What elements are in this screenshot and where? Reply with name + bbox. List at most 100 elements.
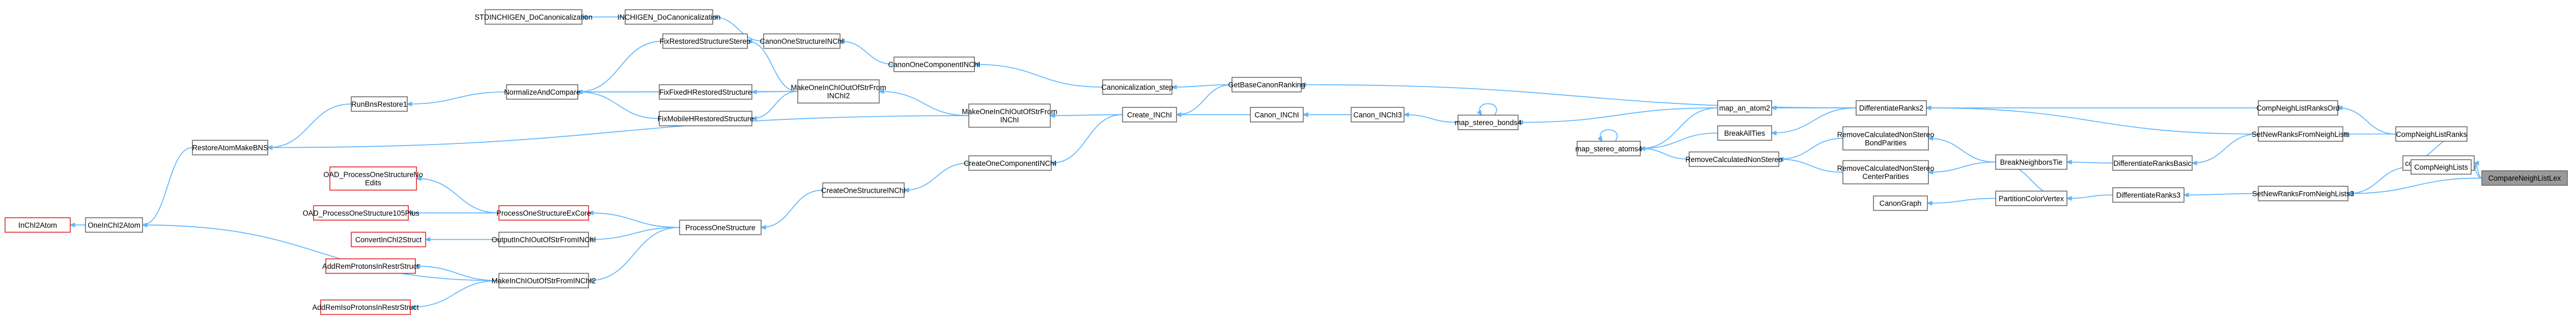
edge-make-one-in-ch-iout-of-str-from-inch-i-to-create-inch-i xyxy=(1050,114,1123,116)
node-box xyxy=(1873,195,1928,211)
node-set-new-ranks-from-neigh-lists[interactable]: SetNewRanksFromNeighLists xyxy=(2252,126,2350,142)
node-canon-one-structure-inch-i[interactable]: CanonOneStructureINChI xyxy=(760,33,844,49)
node-comp-neigh-lists[interactable]: CompNeighLists xyxy=(2411,159,2472,175)
node-label: INCHIGEN_DoCanonicalization xyxy=(618,13,721,21)
node-label: GetBaseCanonRanking xyxy=(1228,80,1305,89)
node-box xyxy=(498,205,589,221)
node-label: BreakAllTies xyxy=(1724,129,1766,137)
node-label-line: CompNeighListRanks xyxy=(2396,130,2467,138)
node-label-line: PartitionColorVertex xyxy=(1998,194,2064,203)
node-one-in-ch-i2-atom[interactable]: OneInChI2Atom xyxy=(85,217,143,233)
node-label: RemoveCalculatedNonStereo xyxy=(1686,155,1783,163)
node-differentiate-ranks-basic[interactable]: DifferentiateRanksBasic xyxy=(2112,155,2193,171)
edge-normalize-and-compare-to-fix-mobile-hrestored-structure xyxy=(578,92,660,119)
node-stdinchigen-do-canonicalization[interactable]: STDINCHIGEN_DoCanonicalization xyxy=(475,9,592,25)
node-label: MakeInChIOutOfStrFromINChI2 xyxy=(492,276,596,285)
node-break-neighbors-tie[interactable]: BreakNeighborsTie xyxy=(1995,154,2067,170)
node-label-line: CenterParities xyxy=(1863,172,1909,181)
node-label: FixRestoredStructureStereo xyxy=(660,37,751,45)
node-break-all-ties[interactable]: BreakAllTies xyxy=(1717,125,1772,141)
node-restore-atom-make-bns[interactable]: RestoreAtomMakeBNS xyxy=(192,140,269,155)
edge-remove-calculated-non-stereo-to-remove-calculated-non-stereo-bond-parities xyxy=(1779,137,1843,159)
node-box xyxy=(1350,107,1405,123)
node-fix-restored-structure-stereo[interactable]: FixRestoredStructureStereo xyxy=(660,33,751,49)
node-box xyxy=(498,273,589,288)
node-canon-inch-i[interactable]: Canon_INChI xyxy=(1250,107,1304,123)
node-canon-one-component-inch-i[interactable]: CanonOneComponentINChI xyxy=(888,56,980,72)
node-create-one-structure-inch-i[interactable]: CreateOneStructureINChI xyxy=(821,182,906,198)
node-partition-color-vertex[interactable]: PartitionColorVertex xyxy=(1995,191,2067,206)
node-add-rem-iso-protons-in-restr-struct[interactable]: AddRemIsoProtonsInRestrStruct xyxy=(312,299,419,315)
edge-create-inch-i-to-get-base-canon-ranking xyxy=(1176,84,1232,115)
node-label-line: DifferentiateRanksBasic xyxy=(2114,159,2192,167)
node-box xyxy=(2258,100,2338,116)
node-label: CompNeighLists xyxy=(2414,163,2469,171)
edge-create-one-structure-inch-i-to-create-one-component-inch-i xyxy=(904,162,969,190)
node-box xyxy=(1717,125,1772,141)
node-label-line: RestoreAtomMakeBNS xyxy=(192,143,268,152)
node-label-line: CompNeighLists xyxy=(2414,163,2469,171)
edge-map-stereo-atoms4-to-remove-calculated-non-stereo xyxy=(1640,148,1689,160)
node-comp-neigh-list-ranks-ord[interactable]: CompNeighListRanksOrd xyxy=(2257,100,2340,116)
edge-run-bns-restore1-to-normalize-and-compare xyxy=(407,91,507,104)
node-map-stereo-atoms4[interactable]: map_stereo_atoms4 xyxy=(1575,141,1643,157)
node-label-line: InChI2Atom xyxy=(18,221,57,229)
node-add-rem-protons-in-restr-struct[interactable]: AddRemProtonsInRestrStruct xyxy=(322,258,419,274)
edge-make-one-in-ch-iout-of-str-from-inch-i2-to-make-one-in-ch-iout-of-str-from-inch-i xyxy=(879,91,969,117)
node-map-an-atom2[interactable]: map_an_atom2 xyxy=(1717,100,1772,116)
node-oad-process-one-structure105-plus[interactable]: OAD_ProcessOneStructure105Plus xyxy=(302,205,419,221)
node-compare-neigh-list-lex[interactable]: CompareNeighListLex xyxy=(2481,170,2568,186)
node-comp-neigh-list-ranks[interactable]: CompNeighListRanks xyxy=(2395,126,2468,142)
node-label-line: Create_INChI xyxy=(1127,111,1172,119)
node-convert-in-ch-i2-struct[interactable]: ConvertInChI2Struct xyxy=(351,232,426,247)
node-remove-calculated-non-stereo[interactable]: RemoveCalculatedNonStereo xyxy=(1686,151,1783,167)
node-box xyxy=(2112,155,2193,171)
node-box xyxy=(85,217,143,233)
node-make-in-ch-iout-of-str-from-inch-i2[interactable]: MakeInChIOutOfStrFromINChI2 xyxy=(492,273,596,288)
node-label: Create_INChI xyxy=(1127,111,1172,119)
node-differentiate-ranks2[interactable]: DifferentiateRanks2 xyxy=(1855,100,1927,116)
edge-partition-color-vertex-to-differentiate-ranks3 xyxy=(2067,194,2113,198)
node-box xyxy=(679,220,762,235)
node-label: map_stereo_atoms4 xyxy=(1575,145,1643,153)
node-canon-graph[interactable]: CanonGraph xyxy=(1873,195,1928,211)
node-box xyxy=(320,299,411,315)
node-normalize-and-compare[interactable]: NormalizeAndCompare xyxy=(504,84,580,100)
node-map-stereo-bonds4[interactable]: map_stereo_bonds4 xyxy=(1455,114,1522,130)
node-label-line: INChI2 xyxy=(827,91,850,100)
node-box xyxy=(893,56,975,72)
edge-remove-calculated-non-stereo-to-remove-calculated-non-stereo-center-parities xyxy=(1779,159,1843,173)
node-box xyxy=(763,33,841,49)
node-process-one-structure-ex-core[interactable]: ProcessOneStructureExCore xyxy=(496,205,591,221)
node-canon-inch-i3[interactable]: Canon_INChI3 xyxy=(1350,107,1405,123)
node-in-ch-i2-atom[interactable]: InChI2Atom xyxy=(4,217,71,233)
node-inchigen-do-canonicalization[interactable]: INCHIGEN_DoCanonicalization xyxy=(618,9,721,25)
node-process-one-structure[interactable]: ProcessOneStructure xyxy=(679,220,762,235)
node-create-inch-i[interactable]: Create_INChI xyxy=(1122,107,1177,123)
node-get-base-canon-ranking[interactable]: GetBaseCanonRanking xyxy=(1228,77,1305,93)
node-label-line: Edits xyxy=(365,178,381,187)
node-fix-fixed-hrestored-structure[interactable]: FixFixedHRestoredStructure xyxy=(659,84,752,100)
node-label-line: FixFixedHRestoredStructure xyxy=(659,88,752,96)
node-label-line: SetNewRanksFromNeighLists3 xyxy=(2252,189,2354,198)
node-set-new-ranks-from-neigh-lists3[interactable]: SetNewRanksFromNeighLists3 xyxy=(2252,186,2354,201)
edge-differentiate-ranks-basic-to-set-new-ranks-from-neigh-lists xyxy=(2192,133,2259,163)
node-differentiate-ranks3[interactable]: DifferentiateRanks3 xyxy=(2112,187,2185,203)
node-box xyxy=(484,9,582,25)
node-label-line: DifferentiateRanks3 xyxy=(2116,191,2180,199)
node-create-one-component-inch-i[interactable]: CreateOneComponentINChI xyxy=(964,155,1056,171)
node-output-in-ch-iout-of-str-from-inch-i[interactable]: OutputInChIOutOfStrFromINChI xyxy=(492,232,596,247)
edge-differentiate-ranks3-to-set-new-ranks-from-neigh-lists3 xyxy=(2184,194,2259,195)
node-fix-mobile-hrestored-structure[interactable]: FixMobileHRestoredStructure xyxy=(658,111,754,126)
node-label-line: ConvertInChI2Struct xyxy=(355,235,422,244)
node-run-bns-restore1[interactable]: RunBnsRestore1 xyxy=(351,96,408,112)
node-canonicalization-step[interactable]: Canonicalization_step xyxy=(1101,79,1173,95)
node-box xyxy=(2258,126,2344,142)
